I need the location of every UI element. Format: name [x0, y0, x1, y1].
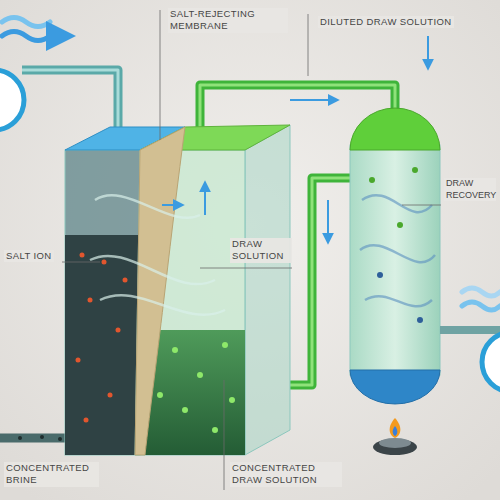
feed-pipe-highlight — [22, 70, 118, 130]
leader-line — [402, 205, 441, 206]
vessel-top — [350, 108, 440, 150]
part-label: DILUTED DRAW SOLUTION — [318, 16, 454, 28]
draw-solute — [172, 347, 178, 353]
burner-top — [379, 438, 411, 448]
bubble — [417, 317, 423, 323]
leader-line — [160, 10, 161, 140]
salt-ion — [123, 278, 128, 283]
draw-solute — [182, 407, 188, 413]
part-label: DRAW RECOVERY — [444, 178, 496, 201]
flame-core — [393, 426, 398, 436]
burner-base — [373, 439, 417, 455]
salt-ion — [116, 328, 121, 333]
leader-lines — [62, 10, 441, 490]
bubble — [377, 272, 383, 278]
draw-recovery-vessel — [350, 108, 440, 404]
feed-pipe — [22, 70, 118, 130]
product-circle — [482, 332, 500, 392]
salt-ion — [76, 358, 81, 363]
part-label: CONCENTRATED BRINE — [4, 462, 99, 487]
flow-arrow — [427, 36, 429, 66]
bubble — [369, 177, 375, 183]
bubble — [58, 437, 62, 441]
bubble — [40, 435, 44, 439]
flow-arrow — [204, 185, 206, 215]
coil — [360, 195, 435, 306]
membrane — [135, 127, 185, 455]
part-label: DRAW SOLUTION — [230, 238, 292, 263]
leader-line — [200, 268, 292, 269]
salt-ion — [88, 298, 93, 303]
salt-ion — [80, 253, 85, 258]
draw-solute — [197, 372, 203, 378]
flow-arrow — [327, 200, 329, 240]
concentrated-draw-pipe-highlight — [290, 178, 350, 385]
product-pipe — [440, 326, 500, 334]
part-label: SALT-REJECTING MEMBRANE — [168, 8, 288, 33]
wave — [462, 302, 500, 310]
brine-pipe — [0, 434, 72, 443]
burner — [373, 418, 417, 455]
tank-side — [245, 125, 290, 455]
vessel-bottom — [350, 370, 440, 404]
draw-solute — [212, 427, 218, 433]
flame — [390, 418, 401, 438]
part-label: CONCENTRATED DRAW SOLUTION — [230, 462, 342, 487]
wave — [2, 18, 50, 27]
wave — [462, 288, 500, 296]
leader-line — [224, 380, 225, 490]
part-label: SALT ION — [4, 250, 54, 262]
membrane-tank — [65, 125, 290, 455]
bubble — [397, 222, 403, 228]
bubble — [18, 436, 22, 440]
leader-line — [308, 14, 309, 76]
salt-ion — [108, 393, 113, 398]
vessel-body — [350, 145, 440, 375]
feed-water — [65, 235, 140, 455]
bubble — [412, 167, 418, 173]
draw-solute — [229, 397, 235, 403]
draw-solute — [222, 342, 228, 348]
leader-line — [62, 262, 100, 263]
concentrated-draw-pipe — [290, 178, 350, 385]
flow-arrow — [290, 99, 335, 101]
wave-arrow — [2, 32, 64, 41]
draw-solute — [157, 392, 163, 398]
salt-ion — [84, 418, 89, 423]
source-circle — [0, 70, 24, 130]
flow-arrow — [162, 204, 180, 206]
salt-ion — [102, 260, 107, 265]
